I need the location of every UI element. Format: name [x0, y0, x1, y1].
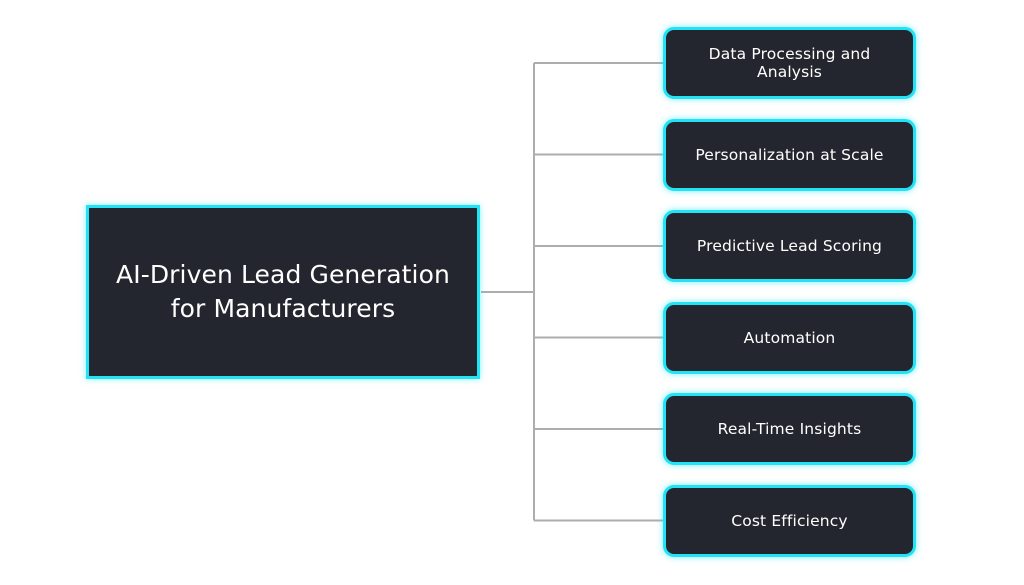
branch-node-predictive-lead-scoring[interactable]: Predictive Lead Scoring — [663, 210, 916, 282]
root-node[interactable]: AI-Driven Lead Generation for Manufactur… — [86, 205, 480, 379]
branch-node-label: Predictive Lead Scoring — [696, 237, 883, 255]
branch-node-label: Real-Time Insights — [717, 420, 862, 438]
branch-node-label: Personalization at Scale — [695, 145, 884, 164]
branch-node-cost-efficiency[interactable]: Cost Efficiency — [663, 484, 916, 557]
branch-node-label: Cost Efficiency — [731, 511, 848, 530]
root-node-label: AI-Driven Lead Generation for Manufactur… — [116, 259, 450, 324]
branch-node-personalization-at-scale[interactable]: Personalization at Scale — [663, 118, 916, 191]
branch-node-label: Automation — [743, 328, 836, 347]
branch-node-automation[interactable]: Automation — [663, 301, 916, 374]
branch-node-label: Data Processing and Analysis — [708, 45, 871, 81]
branch-node-real-time-insights[interactable]: Real-Time Insights — [663, 393, 916, 465]
branch-node-data-processing-and-analysis[interactable]: Data Processing and Analysis — [663, 27, 916, 99]
